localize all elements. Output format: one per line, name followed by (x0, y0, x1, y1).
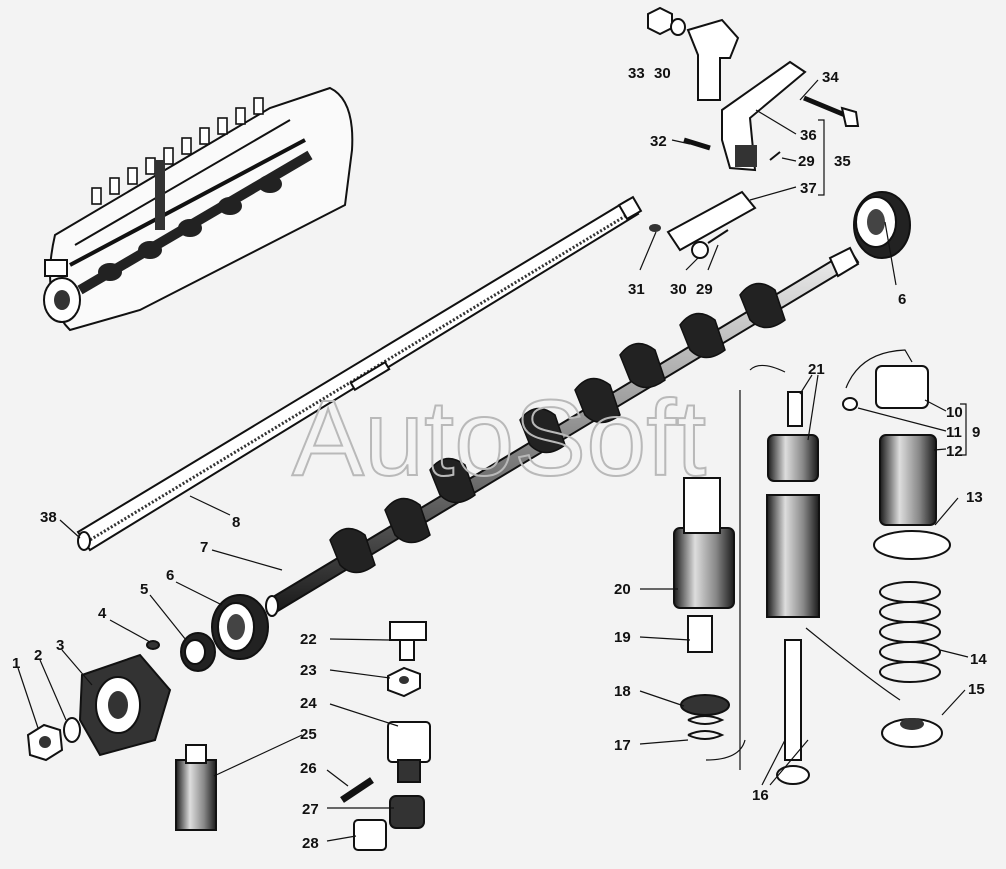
camshaft (265, 246, 860, 617)
spring-assembly (842, 349, 951, 748)
label-11: 11 (946, 424, 962, 441)
label-25: 25 (300, 726, 317, 743)
label-8: 8 (232, 514, 240, 531)
leader-lines (17, 79, 969, 842)
plunger-parts (673, 364, 901, 785)
label-4: 4 (98, 605, 107, 622)
label-3: 3 (56, 637, 64, 654)
label-10: 10 (946, 404, 963, 421)
label-34: 34 (822, 69, 839, 86)
label-2: 2 (34, 647, 42, 664)
label-38: 38 (40, 509, 57, 526)
label-1: 1 (12, 655, 20, 672)
label-31: 31 (628, 281, 645, 298)
label-7: 7 (200, 539, 208, 556)
fuel-pump-assembly (43, 86, 354, 332)
label-23: 23 (300, 662, 317, 679)
label-37: 37 (800, 180, 817, 197)
label-36: 36 (800, 127, 817, 144)
label-28: 28 (302, 835, 319, 852)
label-15: 15 (968, 681, 985, 698)
small-fasteners (175, 621, 431, 851)
bearing-left (211, 594, 269, 660)
label-6-right: 6 (898, 291, 906, 308)
label-13: 13 (966, 489, 983, 506)
label-16: 16 (752, 787, 769, 804)
label-29-top: 29 (798, 153, 815, 170)
label-5: 5 (140, 581, 148, 598)
label-6-left: 6 (166, 567, 174, 584)
label-20: 20 (614, 581, 631, 598)
label-19: 19 (614, 629, 631, 646)
label-12: 12 (946, 443, 963, 460)
callout-labels: 1 2 3 4 5 6 7 8 38 6 22 23 24 25 26 27 2… (12, 65, 987, 852)
label-22: 22 (300, 631, 317, 648)
lever-parts (647, 6, 860, 259)
label-17: 17 (614, 737, 631, 754)
label-14: 14 (970, 651, 987, 668)
label-30-top: 30 (654, 65, 671, 82)
label-32: 32 (650, 133, 667, 150)
label-24: 24 (300, 695, 317, 712)
label-33: 33 (628, 65, 645, 82)
label-27: 27 (302, 801, 319, 818)
label-30-bottom: 30 (670, 281, 687, 298)
bearing-right (853, 191, 911, 259)
label-29-bottom: 29 (696, 281, 713, 298)
control-rack (76, 195, 643, 552)
label-26: 26 (300, 760, 317, 777)
label-21: 21 (808, 361, 825, 378)
coupling-parts (26, 632, 216, 762)
label-35: 35 (834, 153, 851, 170)
watermark: AutoSoft (292, 377, 706, 498)
label-9: 9 (972, 424, 980, 441)
label-18: 18 (614, 683, 631, 700)
